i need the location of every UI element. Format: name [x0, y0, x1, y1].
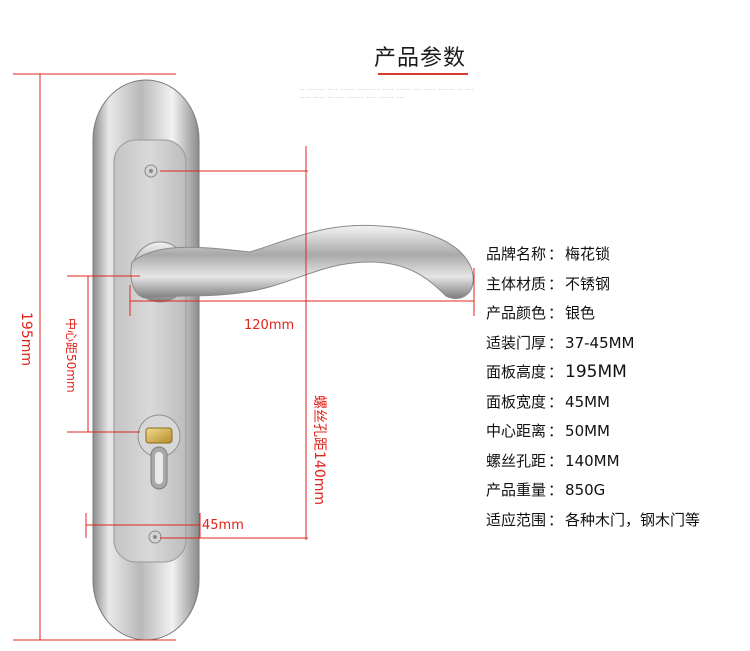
spec-value: 不锈钢: [565, 274, 611, 293]
spec-label: 中心距离: [486, 422, 547, 440]
spec-row-weight: 产品重量：850G: [486, 481, 606, 499]
door-handle-lever: [130, 224, 474, 299]
spec-label: 主体材质: [486, 274, 547, 293]
subtitle-line: ------ --- ------ --- ----- ------ -----…: [300, 102, 540, 104]
spec-label: 产品重量: [486, 481, 547, 499]
spec-label: 品牌名称: [486, 245, 547, 263]
spec-value: 银色: [565, 304, 596, 322]
spec-label: 适装门厚: [486, 333, 547, 352]
spec-row-brand: 品牌名称：梅花锁: [486, 245, 611, 263]
title-underline: [378, 73, 468, 75]
spec-row-panel-height: 面板高度：195MM: [486, 362, 627, 382]
spec-row-material: 主体材质：不锈钢: [486, 274, 611, 293]
spec-row-center-distance: 中心距离：50MM: [486, 422, 611, 440]
spec-row-screw-distance: 螺丝孔距：140MM: [486, 451, 620, 470]
spec-label: 面板宽度: [486, 392, 547, 411]
width-dimension-label: 45mm: [202, 518, 244, 533]
spec-row-panel-width: 面板宽度：45MM: [486, 392, 611, 411]
lock-plate-inner: [113, 139, 187, 563]
dimension-lines: [13, 73, 475, 641]
spec-value: 45MM: [565, 392, 611, 411]
spec-value: 195MM: [565, 362, 627, 382]
spec-row-color: 产品颜色：银色: [486, 304, 596, 322]
spec-value: 梅花锁: [565, 245, 611, 263]
spec-value: 37-45MM: [565, 333, 635, 352]
spec-label: 面板高度: [486, 363, 547, 381]
subtitle-line: -- ------ ---- ----- -------- ---- -----…: [300, 87, 475, 93]
subtitle-line: ---- ---- ------ ------ ---- ----- ---: [300, 95, 406, 101]
spec-label: 螺丝孔距: [486, 451, 547, 470]
spec-value: 140MM: [565, 451, 620, 470]
spec-label: 产品颜色: [486, 304, 547, 322]
spec-value: 各种木门，钢木门等: [565, 510, 701, 529]
center-distance-label: 中心距50mm: [64, 318, 78, 393]
subtitle-fine-print: -- ------ ---- ----- -------- ---- -----…: [300, 86, 540, 104]
height-dimension-label: 195mm: [18, 312, 34, 366]
handle-length-label: 120mm: [244, 318, 295, 333]
page-title: 产品参数: [373, 46, 466, 71]
spec-value: 50MM: [565, 422, 611, 440]
spec-value: 850G: [565, 481, 606, 499]
spec-row-door-thickness: 适装门厚：37-45MM: [486, 333, 635, 352]
spec-label: 适应范围: [486, 510, 547, 529]
spec-list: 品牌名称：梅花锁 主体材质：不锈钢 产品颜色：银色 适装门厚：37-45MM 面…: [486, 240, 750, 535]
spec-row-application: 适应范围：各种木门，钢木门等: [486, 510, 701, 529]
screw-hole-distance-label: 螺丝孔距140mm: [311, 395, 327, 505]
key-insert: [145, 427, 173, 444]
